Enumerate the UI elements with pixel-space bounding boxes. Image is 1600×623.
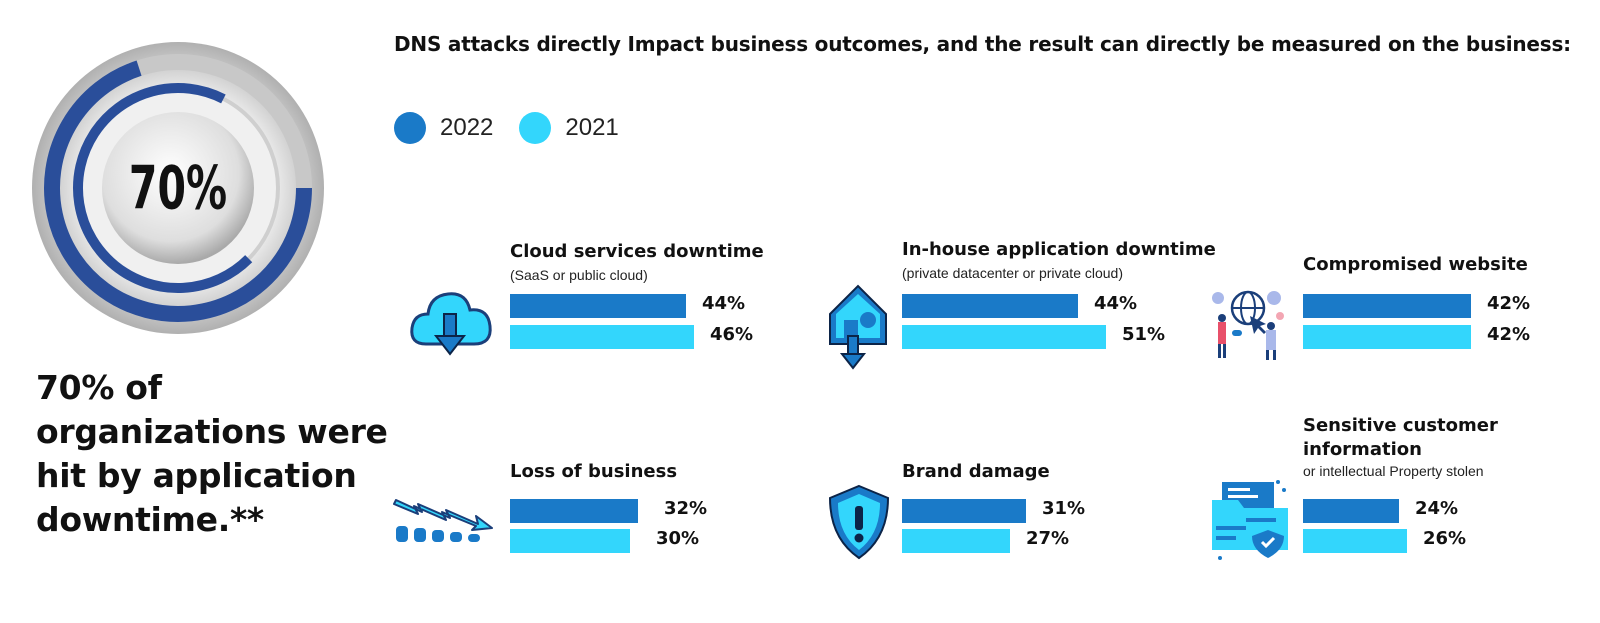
data-stolen-folder-icon [1212,480,1288,560]
category-label: Compromised website [1303,254,1528,275]
bar-2022 [510,499,638,523]
legend-label-2022: 2022 [440,114,494,141]
donut-outer-arc [44,60,312,322]
category-label: In-house application downtime [902,239,1216,260]
loss-trend-coins-icon [393,499,493,542]
category-label: Brand damage [902,461,1050,482]
compromised-website-icon [1212,290,1284,360]
donut-label: 70% [129,154,227,224]
bar-value-label-2021: 51% [1122,324,1166,345]
category-label: Cloud services downtime [510,241,764,262]
bar-2021 [1303,325,1471,349]
bar-value-label-2021: 26% [1423,528,1467,549]
category-sublabel: or intellectual Property stolen [1303,463,1484,479]
bar-value-label-2022: 44% [702,293,746,314]
headline-text: 70% of organizations were hit by applica… [36,368,388,539]
downtime-donut-chart: 70% [32,42,324,334]
bar-value-label-2022: 24% [1415,498,1459,519]
donut-inner-arc [73,83,253,293]
bar-value-label-2022: 42% [1487,293,1531,314]
shield-warning-icon [828,484,890,560]
chart-legend: 2022 2021 [394,112,645,144]
bar-value-label-2021: 30% [656,528,700,549]
legend-item-2022: 2022 [394,112,493,144]
bar-2021 [510,529,630,553]
category-sublabel: (private datacenter or private cloud) [902,265,1123,281]
donut-center [102,112,254,264]
category-sublabel: (SaaS or public cloud) [510,267,648,283]
bar-2022 [902,499,1026,523]
bar-2021 [902,529,1010,553]
bar-value-label-2021: 27% [1026,528,1070,549]
bar-2022 [1303,294,1471,318]
bar-value-label-2022: 44% [1094,293,1138,314]
category-label: Sensitive customer information [1303,415,1498,460]
bar-value-label-2021: 42% [1487,324,1531,345]
bar-value-label-2021: 46% [710,324,754,345]
bar-2022 [510,294,686,318]
legend-swatch-2021 [519,112,552,144]
house-download-icon [829,284,887,370]
bar-value-label-2022: 32% [664,498,708,519]
category-label: Loss of business [510,461,678,482]
bar-2021 [510,325,694,349]
chart-title: DNS attacks directly Impact business out… [394,32,1571,56]
cloud-download-icon [410,292,492,356]
bar-2022 [1303,499,1399,523]
bar-value-label-2022: 31% [1042,498,1086,519]
bar-2022 [902,294,1078,318]
legend-label-2021: 2021 [565,114,619,141]
legend-swatch-2022 [394,112,426,144]
bar-2021 [902,325,1106,349]
legend-item-2021: 2021 [519,112,619,144]
bar-2021 [1303,529,1407,553]
